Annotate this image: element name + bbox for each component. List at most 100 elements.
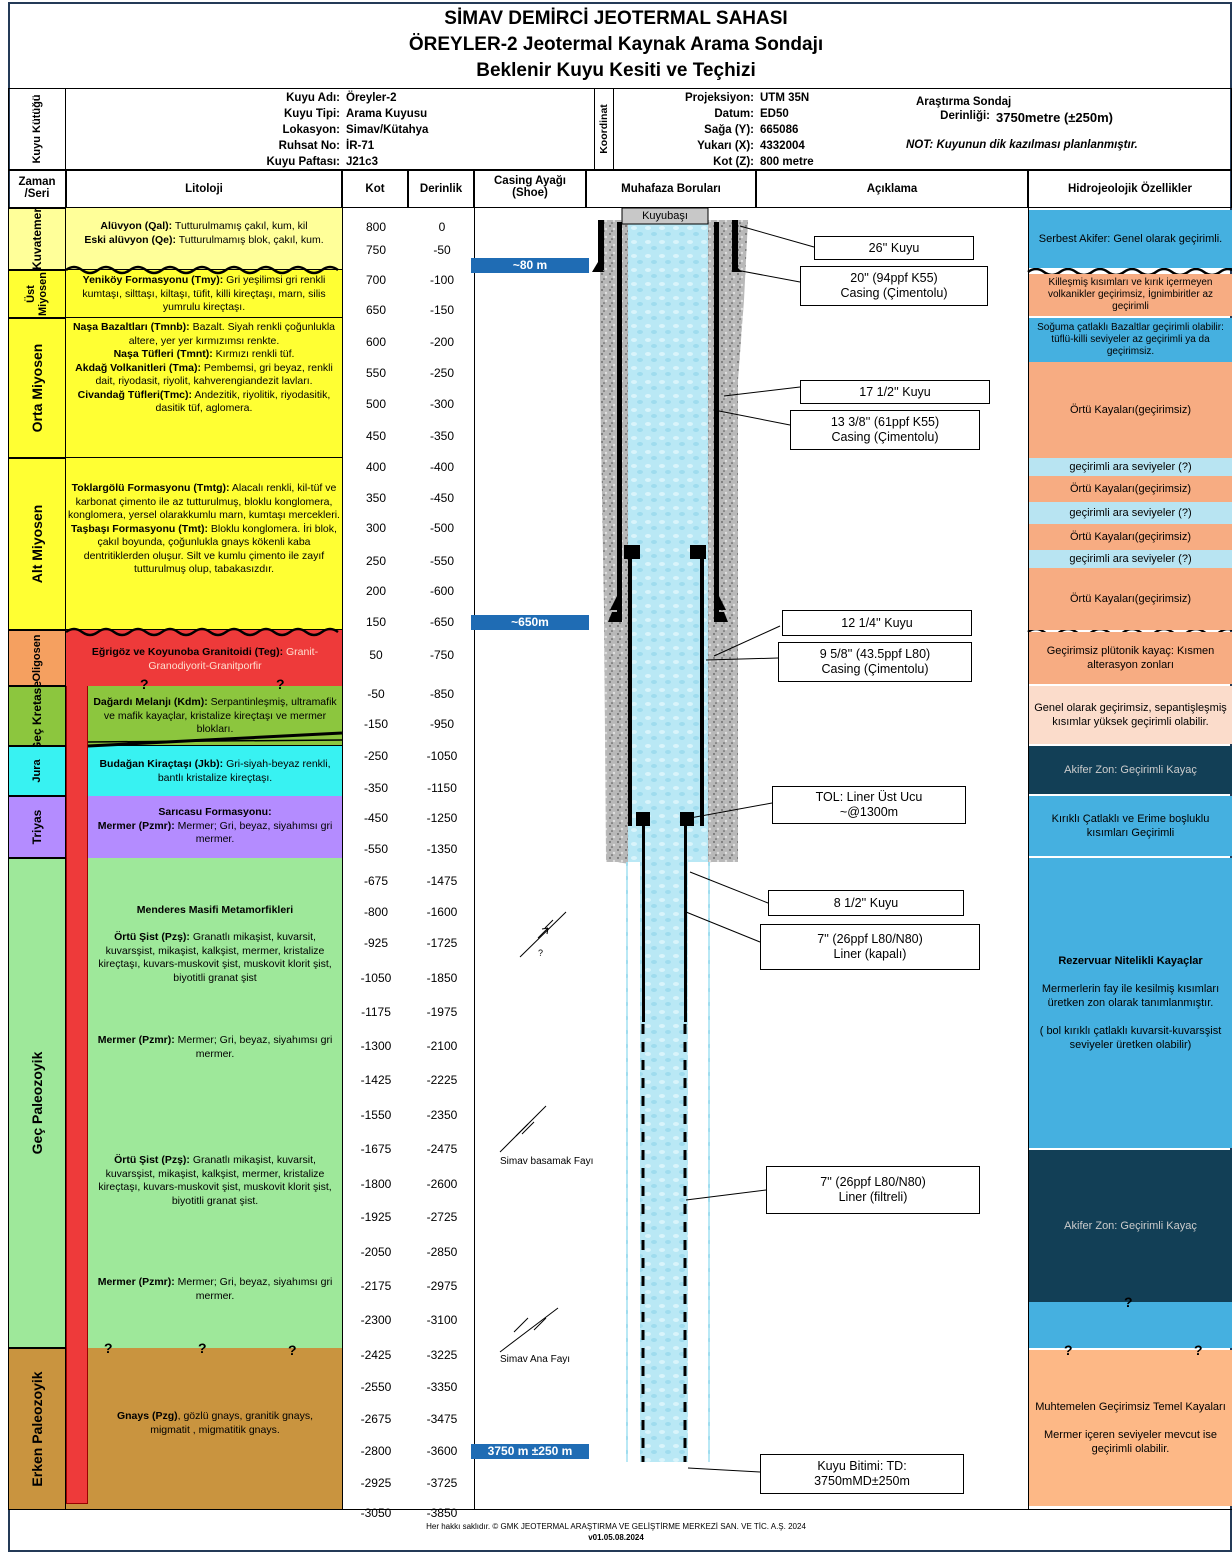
lith-triassic-bg (88, 796, 342, 858)
depth-value: -750 (429, 648, 455, 662)
depth-value: -1150 (427, 781, 457, 795)
kot-value: -350 (363, 781, 389, 795)
fault-label-3: Simav Ana Fayı (500, 1354, 571, 1365)
annotation-9-casing: 9 5/8'' (43.5ppf L80)Casing (Çimentolu) (778, 642, 972, 682)
kot-value: -550 (363, 842, 389, 856)
age-unit (8, 630, 66, 686)
hydro-unit: Serbest Akifer: Genel olarak geçirimli. (1029, 210, 1232, 268)
license-value: İR-71 (346, 140, 375, 152)
lith-paleozoic-bg (88, 858, 342, 1348)
well-name-value: Öreyler-2 (346, 92, 397, 104)
hydro-unit: Genel olarak geçirimsiz, sepantişleşmiş … (1029, 686, 1232, 744)
lith-jura-bg (88, 746, 342, 796)
easting-key: Sağa (Y): (704, 124, 754, 136)
shoe-marker-650: ~650m (471, 615, 589, 630)
datum-value: ED50 (760, 108, 789, 120)
question-mark: ? (1124, 1294, 1133, 1310)
age-unit (8, 1348, 66, 1510)
annotation-20-casing: 20'' (94ppf K55)Casing (Çimentolu) (800, 266, 988, 306)
lithology-unit-bg (66, 270, 342, 318)
depth-value: -650 (429, 615, 455, 629)
lithology-unit-bg (66, 458, 342, 630)
depth-value: -1050 (426, 749, 458, 763)
depth-value: -350 (429, 429, 455, 443)
depth-key: Derinliği: (940, 110, 990, 122)
kot-value: -1925 (360, 1210, 392, 1224)
hydro-unit: Geçirimsiz plütonik kayaç: Kısmen altera… (1029, 632, 1232, 684)
well-name-key: Kuyu Adı: (286, 92, 340, 104)
location-key: Lokasyon: (282, 124, 340, 136)
depth-value: -1250 (426, 811, 458, 825)
shoe-marker-td: 3750 m ±250 m (471, 1444, 589, 1459)
kot-value: 800 (365, 220, 387, 234)
kot-value: 500 (365, 397, 387, 411)
age-unit (8, 458, 66, 630)
depth-value: -1600 (426, 905, 458, 919)
kot-value: -2800 (360, 1444, 392, 1458)
age-unit (8, 746, 66, 796)
depth-value: -150 (429, 303, 455, 317)
depth-value: -950 (429, 717, 455, 731)
depth-value: -50 (433, 243, 451, 257)
kot-value: 750 (365, 243, 387, 257)
kot-value: 50 (369, 648, 383, 662)
depth-value: -2600 (426, 1177, 458, 1191)
hydro-unit: Örtü Kayaları(geçirimsiz) (1029, 362, 1232, 458)
depth-value: -1725 (426, 936, 458, 950)
depth-value: -550 (429, 554, 455, 568)
projection-value: UTM 35N (760, 92, 810, 104)
kot-value: 250 (365, 554, 387, 568)
question-mark: ? (276, 676, 285, 692)
sheet-key: Kuyu Paftası: (266, 156, 341, 168)
title-line-2: ÖREYLER-2 Jeotermal Kaynak Arama Sondajı (408, 34, 824, 55)
well-type-key: Kuyu Tipi: (283, 108, 340, 120)
hydro-unit: Örtü Kayaları(geçirimsiz) (1029, 524, 1232, 550)
age-unit (8, 796, 66, 858)
hydro-unit: geçirimli ara seviyeler (?) (1029, 550, 1232, 568)
kot-value: 200 (365, 584, 387, 598)
well-card-side (8, 88, 66, 170)
kot-value: -800 (363, 905, 389, 919)
note-text: NOT: Kuyunun dik kazılması planlanmıştır… (906, 139, 1138, 151)
depth-value: -500 (429, 521, 455, 535)
datum-key: Datum: (714, 108, 754, 120)
depth-value: -2350 (426, 1108, 458, 1122)
kot-value: 450 (365, 429, 387, 443)
kot-value: 300 (365, 521, 387, 535)
granite-unit (66, 630, 342, 686)
kot-value: 600 (365, 335, 387, 349)
annotation-td: Kuyu Bitimi: TD:3750mMD±250m (760, 1454, 964, 1494)
kot-value: -50 (367, 687, 385, 701)
question-mark: ? (198, 1340, 207, 1356)
location-value: Simav/Kütahya (346, 124, 429, 136)
kot-value: -1050 (360, 971, 392, 985)
hydro-unit: Akifer Zon: Geçirimli Kayaç (1029, 1150, 1232, 1302)
hydro-unit: Kırıklı Çatlaklı ve Erime boşluklu kısım… (1029, 796, 1232, 856)
depth-value: -3225 (426, 1348, 458, 1362)
lith-marble-1: Mermer (Pzmr): Mermer; Gri, beyaz, siyah… (97, 1034, 333, 1060)
kot-value: 150 (365, 615, 387, 629)
title-line-3: Beklenir Kuyu Kesiti ve Teçhizi (476, 60, 756, 81)
hydro-basement: Muhtemelen Geçirimsiz Temel Kayaları Mer… (1029, 1350, 1232, 1506)
fault-label-1: ? (538, 948, 544, 958)
annotation-8-hole: 8 1/2'' Kuyu (768, 890, 964, 916)
kot-value: -2050 (360, 1245, 392, 1259)
depth-value: -3475 (426, 1412, 458, 1426)
question-mark: ? (140, 676, 149, 692)
col-age-header: Zaman /Seri (8, 170, 66, 208)
lith-granitoid: Eğrigöz ve Koyunoba Granitoidi (Teg): Gr… (91, 646, 319, 672)
license-key: Ruhsat No: (278, 140, 340, 152)
hydro-unit: Killeşmiş kısımları ve kırık içermeyen v… (1029, 274, 1232, 316)
lith-lower-miocene: Toklargölü Formasyonu (Tmtg): Alacalı re… (68, 482, 340, 575)
depth-value: -3100 (426, 1313, 458, 1327)
depth-value: -1475 (426, 874, 458, 888)
hydro-unit: geçirimli ara seviyeler (?) (1029, 458, 1232, 476)
depth-value: -2475 (426, 1142, 458, 1156)
kot-value: -2300 (360, 1313, 392, 1327)
hydro-unit: Örtü Kayaları(geçirimsiz) (1029, 568, 1232, 630)
annotation-12-hole: 12 1/4'' Kuyu (782, 610, 972, 636)
lith-jura: Budağan Kiraçtaşı (Jkb): Gri-siyah-beyaz… (99, 758, 331, 784)
kot-value: -2550 (360, 1380, 392, 1394)
col-desc-header: Açıklama (756, 170, 1028, 208)
